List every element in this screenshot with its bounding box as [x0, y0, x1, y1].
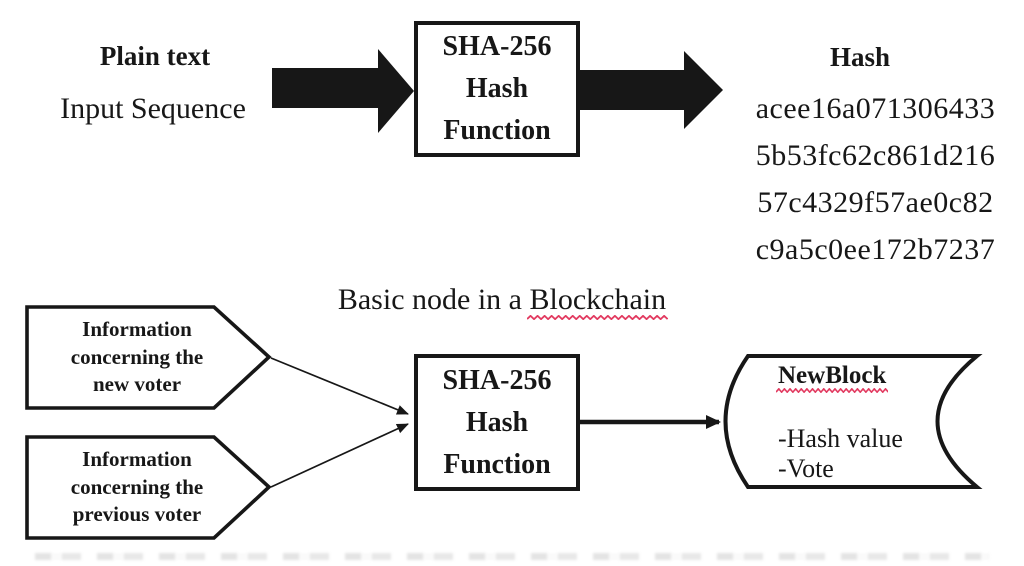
- tag-label-previous-voter: Information concerning the previous vote…: [42, 446, 232, 529]
- tag-new-voter-line1: Information: [82, 317, 192, 341]
- spellcheck-squiggle: [527, 315, 669, 320]
- hash-line: acee16a071306433: [755, 92, 996, 125]
- hash-line: 5b53fc62c861d216: [755, 139, 996, 172]
- newblock-title-highlight: NewBlock: [776, 362, 889, 393]
- sha256-box-bottom: SHA-256 Hash Function: [414, 354, 580, 491]
- sha256-box-top-line1: SHA-256: [442, 31, 552, 62]
- flow-arrow-top-left: [272, 49, 414, 133]
- sha256-box-top-line3: Function: [443, 115, 551, 146]
- hash-output-title: Hash: [829, 42, 891, 72]
- flow-arrow-top-right: [580, 51, 723, 129]
- newblock-item-vote: -Vote: [778, 454, 834, 483]
- blockchain-highlight: Blockchain: [527, 283, 669, 320]
- sha256-box-top-line2: Hash: [465, 73, 529, 104]
- tag-previous-voter-line1: Information: [82, 447, 192, 471]
- plaintext-label: Plain text: [99, 41, 211, 71]
- newblock-title-wrap: NewBlock: [776, 362, 889, 393]
- tag-previous-voter-line2: concerning the: [70, 474, 204, 499]
- tag-new-voter-line2: concerning the: [70, 344, 204, 369]
- scan-artifact-row: [35, 553, 990, 560]
- sha256-box-bottom-line3: Function: [443, 448, 551, 480]
- spellcheck-squiggle: [776, 388, 889, 393]
- blockchain-word: Blockchain: [529, 283, 667, 316]
- hash-output-lines: acee16a071306433 5b53fc62c861d216 57c432…: [728, 85, 1023, 273]
- thin-arrow-previous-voter: [270, 423, 409, 488]
- hash-line: 57c4329f57ae0c82: [757, 186, 994, 219]
- sha256-box-bottom-line1: SHA-256: [442, 364, 552, 396]
- thin-arrow-new-voter: [270, 357, 409, 415]
- newblock-item-hash-value: -Hash value: [778, 424, 903, 453]
- sha256-box-bottom-line2: Hash: [465, 406, 529, 438]
- tag-new-voter-line3: new voter: [92, 372, 182, 396]
- section-title: Basic node in a Blockchain: [290, 283, 714, 320]
- section-title-prefix: Basic node in a: [337, 283, 530, 316]
- input-sequence-label: Input Sequence: [60, 92, 246, 125]
- hash-line: c9a5c0ee172b7237: [755, 233, 996, 266]
- newblock-title: NewBlock: [778, 362, 887, 389]
- sha256-box-top: SHA-256 Hash Function: [414, 21, 580, 157]
- tag-label-new-voter: Information concerning the new voter: [42, 316, 232, 399]
- tag-previous-voter-line3: previous voter: [72, 502, 202, 526]
